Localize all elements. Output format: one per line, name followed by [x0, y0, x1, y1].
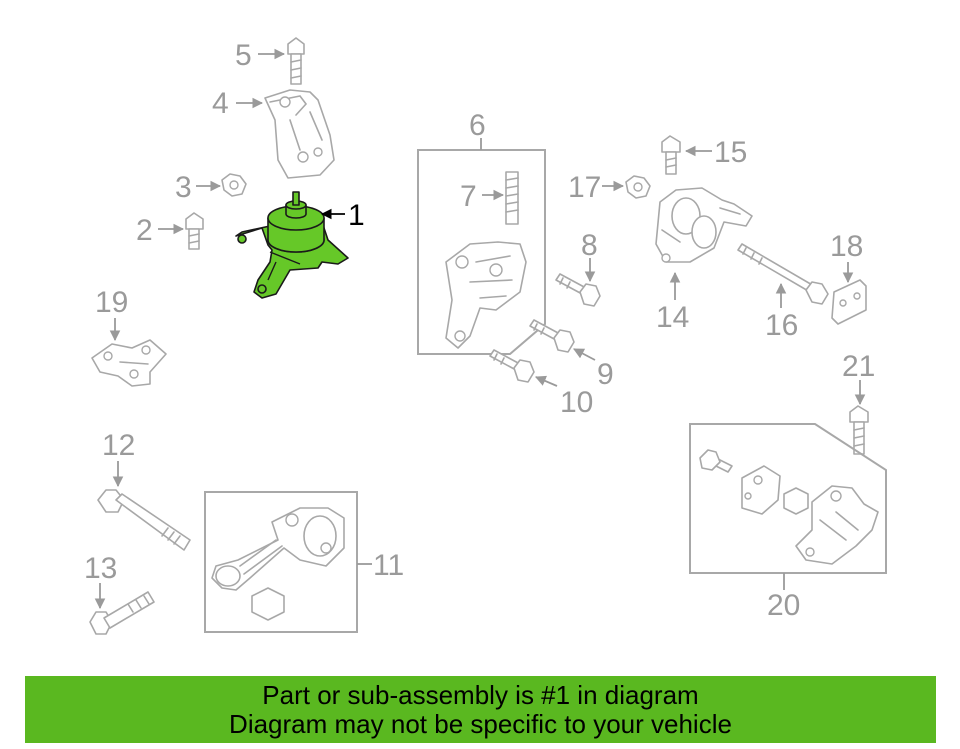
callout-21: 21	[842, 350, 875, 383]
part-11-torque-rod[interactable]	[204, 491, 358, 633]
banner-line-1: Part or sub-assembly is #1 in diagram	[262, 679, 699, 710]
callout-18: 18	[830, 230, 863, 263]
callout-17: 17	[568, 171, 601, 204]
part-9-bolt[interactable]	[529, 319, 575, 353]
part-12-long-bolt[interactable]	[97, 489, 191, 551]
part-4-bracket[interactable]	[264, 89, 335, 179]
callout-11: 11	[373, 549, 404, 582]
part-15-bolt[interactable]	[661, 135, 681, 175]
callout-13: 13	[84, 552, 117, 585]
part-8-bolt[interactable]	[555, 273, 601, 307]
callout-5: 5	[235, 39, 252, 72]
part-6-bracket-assembly[interactable]	[417, 149, 546, 355]
part-5-bolt[interactable]	[287, 37, 305, 85]
part-2-bolt[interactable]	[185, 212, 204, 250]
part-14-mount[interactable]	[655, 187, 753, 263]
callout-16: 16	[765, 309, 798, 342]
callout-1: 1	[348, 199, 365, 232]
part-20-mount-kit[interactable]	[689, 423, 887, 574]
callout-14: 14	[656, 301, 689, 334]
callout-2: 2	[136, 214, 153, 247]
parts-diagram: 5 4 3 2 1	[84, 37, 887, 635]
callout-4: 4	[212, 87, 229, 120]
callout-6: 6	[469, 109, 486, 142]
part-3-nut[interactable]	[221, 173, 247, 197]
part-13-bolt[interactable]	[89, 591, 155, 635]
part-16-long-bolt[interactable]	[737, 243, 829, 305]
part-18-plate[interactable]	[831, 279, 867, 325]
part-7-stud[interactable]	[505, 171, 519, 225]
callout-3: 3	[175, 171, 192, 204]
callout-15: 15	[714, 136, 747, 169]
callout-12: 12	[102, 429, 135, 462]
callout-20: 20	[767, 589, 800, 622]
part-21-bolt[interactable]	[849, 405, 869, 455]
callout-9: 9	[597, 358, 614, 391]
part-10-bolt[interactable]	[489, 349, 535, 383]
callout-10: 10	[560, 386, 593, 419]
callout-7: 7	[460, 180, 477, 213]
callout-8: 8	[581, 229, 598, 262]
banner-line-2: Diagram may not be specific to your vehi…	[229, 708, 732, 739]
part-19-plate[interactable]	[91, 339, 167, 387]
part-1-engine-mount[interactable]	[235, 191, 349, 299]
part-17-nut[interactable]	[625, 175, 651, 199]
callout-19: 19	[95, 286, 128, 319]
info-banner: Part or sub-assembly is #1 in diagram Di…	[25, 676, 936, 743]
